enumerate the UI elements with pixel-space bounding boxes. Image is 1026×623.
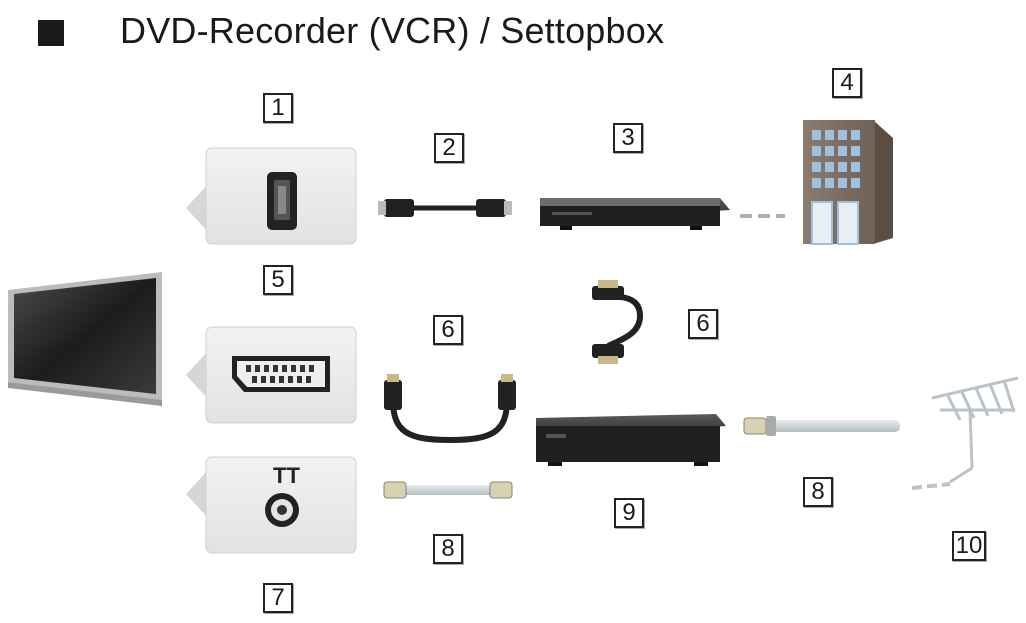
callout-6-right: 6 [688,309,718,339]
hdmi-socket-panel [186,147,357,245]
scart-port-icon [232,356,330,392]
callout-3: 3 [613,123,643,153]
callout-10: 10 [952,531,986,561]
page-title-row: DVD-Recorder (VCR) / Settopbox [38,10,664,52]
rf-cable-left-icon [383,481,513,499]
antenna-port-icon: TT [265,463,300,527]
svg-text:TT: TT [273,463,300,488]
callout-1: 1 [263,93,293,123]
hdmi-port-icon [267,172,297,230]
rf-cable-right-icon [743,416,900,436]
scart-socket-panel [186,326,357,424]
callout-6-left: 6 [433,315,463,345]
scart-cable-u-icon [384,374,516,444]
page-title: DVD-Recorder (VCR) / Settopbox [120,10,665,51]
callout-4: 4 [832,68,862,98]
dvd-recorder-icon [540,198,730,230]
callout-2: 2 [434,133,464,163]
callout-8-right: 8 [803,477,833,507]
scart-cable-vertical-icon [592,280,644,364]
callout-8-left: 8 [433,534,463,564]
bullet-square-icon [38,20,64,46]
building-icon [803,120,893,245]
hdmi-cable-icon [378,199,512,217]
antenna-icon [911,376,1019,490]
callout-7: 7 [263,583,293,613]
tv-icon [8,272,162,406]
antenna-socket-panel: TT [186,456,357,554]
callout-9: 9 [614,498,644,528]
settopbox-icon [536,414,726,466]
callout-5: 5 [263,265,293,295]
